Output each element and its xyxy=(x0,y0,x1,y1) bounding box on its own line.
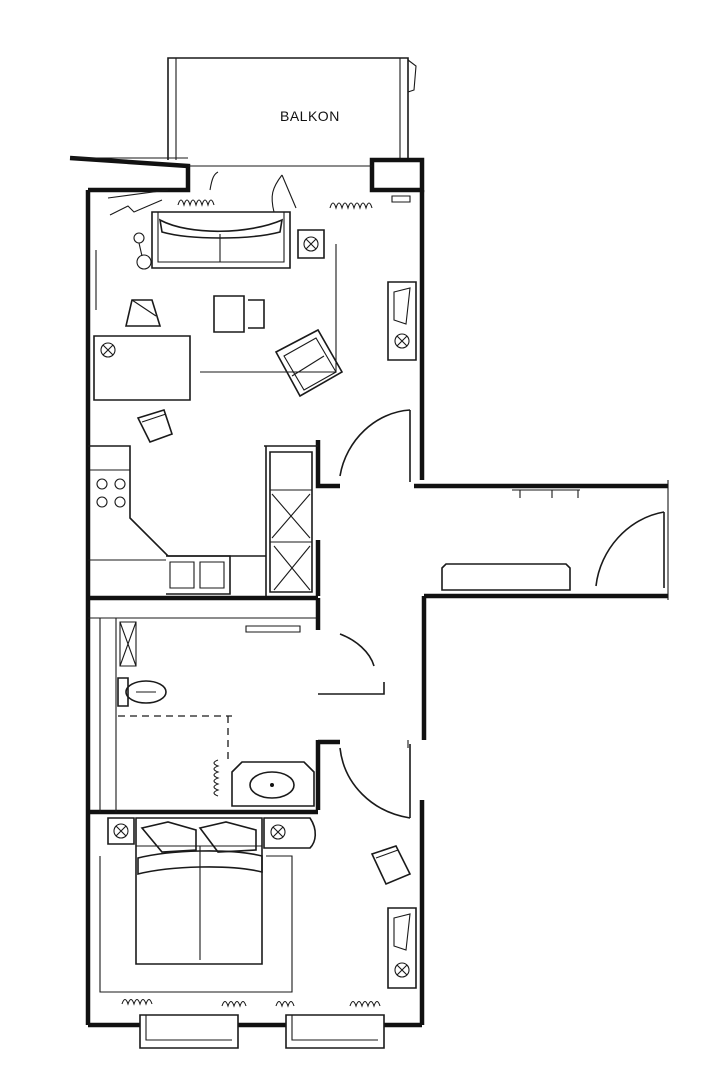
hallway-bench xyxy=(441,563,571,591)
armchair-small xyxy=(124,299,162,327)
kitchen xyxy=(88,445,318,596)
bedside-table-right xyxy=(263,817,317,849)
tv-cabinet xyxy=(387,281,417,361)
double-bed xyxy=(135,817,263,965)
balcony-label: BALKON xyxy=(280,108,340,124)
bedroom-rug xyxy=(99,855,293,993)
radiator-top-left xyxy=(177,199,215,207)
stove xyxy=(90,469,130,508)
bathroom xyxy=(117,621,315,807)
washbasin xyxy=(231,761,315,807)
doors xyxy=(209,171,665,819)
radiator-bottom-right xyxy=(349,1000,381,1008)
kitchen-sink xyxy=(166,555,231,595)
floor-lamp xyxy=(109,199,163,216)
living-room xyxy=(93,189,417,443)
desk-chair xyxy=(136,409,174,443)
exterior-walls xyxy=(69,155,669,1049)
interior-walls xyxy=(88,440,340,815)
radiator-bottom-middle xyxy=(221,1000,247,1008)
side-table-lamp xyxy=(297,229,325,259)
bedside-table-left xyxy=(107,817,135,845)
bath-radiator xyxy=(213,759,220,797)
toilet xyxy=(117,677,167,707)
kitchen-tall-cabinets xyxy=(269,451,313,593)
bedroom-chair xyxy=(370,845,412,886)
bedroom xyxy=(99,817,417,1008)
desk xyxy=(93,335,191,401)
dresser xyxy=(387,907,417,989)
balcony: BALKON xyxy=(167,57,417,160)
sofa xyxy=(151,211,291,269)
hallway xyxy=(245,489,580,633)
radiator-bottom-left xyxy=(121,998,153,1006)
armchair xyxy=(274,328,344,398)
small-table xyxy=(213,295,265,333)
radiator-bottom-mid2 xyxy=(275,1000,295,1008)
radiator-top-right xyxy=(329,202,373,210)
